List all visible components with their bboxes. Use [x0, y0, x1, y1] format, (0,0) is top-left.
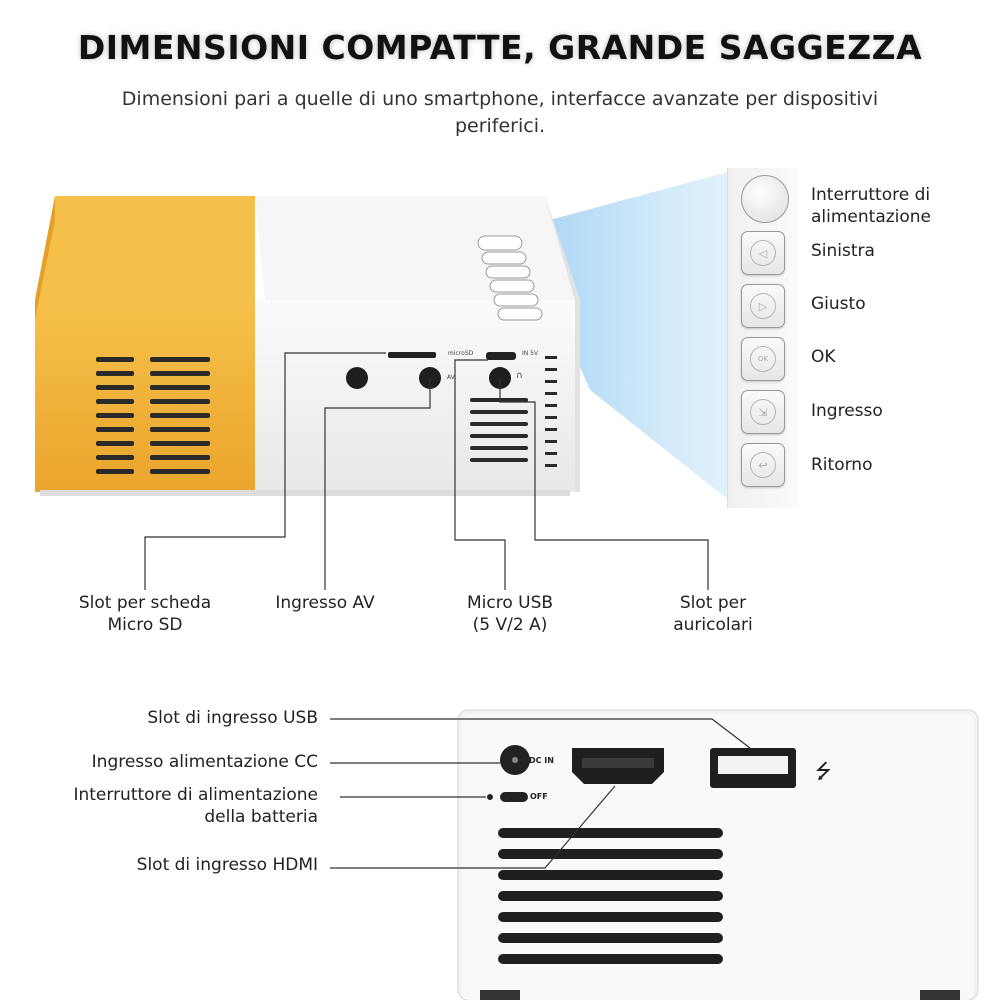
av-input-label: Ingresso AV: [275, 593, 375, 613]
page-subtitle: Dimensioni pari a quelle di uno smartpho…: [121, 88, 879, 137]
white-vents: [470, 356, 557, 467]
usb-symbol-icon: ⭍: [815, 759, 832, 783]
av-marking: AV: [447, 374, 455, 381]
in5v-marking: IN 5V: [522, 350, 539, 357]
return-icon: ↩: [750, 452, 776, 478]
back-vents: [498, 828, 723, 964]
yellow-vents: [96, 357, 210, 474]
projector-top-illustration: [35, 170, 735, 590]
battery-switch: [500, 792, 528, 802]
usb-slot-label: Slot di ingresso USB: [147, 708, 318, 728]
headphone-icon: ∩: [516, 371, 523, 381]
port-hole-1: [346, 367, 368, 389]
power-button[interactable]: [741, 175, 789, 223]
microsd-slot: [388, 352, 436, 358]
ok-button[interactable]: OK: [741, 337, 785, 381]
right-button-label: Giusto: [811, 294, 866, 314]
hdmi-slot-label: Slot di ingresso HDMI: [136, 855, 318, 875]
off-marking: OFF: [530, 792, 548, 801]
right-button[interactable]: ▷: [741, 284, 785, 328]
microsd-label: Slot per scheda Micro SD: [78, 593, 212, 635]
page-title: DIMENSIONI COMPATTE, GRANDE SAGGEZZA: [77, 28, 923, 67]
input-icon: ⇲: [750, 399, 776, 425]
left-button[interactable]: ◁: [741, 231, 785, 275]
micro-usb-port: [486, 352, 516, 360]
ok-icon: OK: [750, 346, 776, 372]
return-button-label: Ritorno: [811, 455, 873, 475]
dc-power-label: Ingresso alimentazione CC: [91, 752, 318, 772]
light-beam: [520, 170, 735, 505]
return-button[interactable]: ↩: [741, 443, 785, 487]
micro-usb-label: Micro USB (5 V/2 A): [466, 593, 554, 635]
left-button-label: Sinistra: [811, 241, 875, 261]
dc-in-marking: DC IN: [529, 756, 554, 765]
triangle-right-icon: ▷: [750, 293, 776, 319]
input-button-label: Ingresso: [811, 401, 883, 421]
microsd-marking: microSD: [448, 350, 474, 357]
power-button-label: Interruttore di alimentazione: [811, 185, 932, 227]
triangle-left-icon: ◁: [750, 240, 776, 266]
top-buttons: [477, 235, 543, 321]
input-button[interactable]: ⇲: [741, 390, 785, 434]
battery-switch-label: Interruttore di alimentazione della batt…: [73, 785, 318, 827]
headphone-label: Slot per auricolari: [673, 593, 753, 635]
ok-button-label: OK: [811, 347, 836, 367]
